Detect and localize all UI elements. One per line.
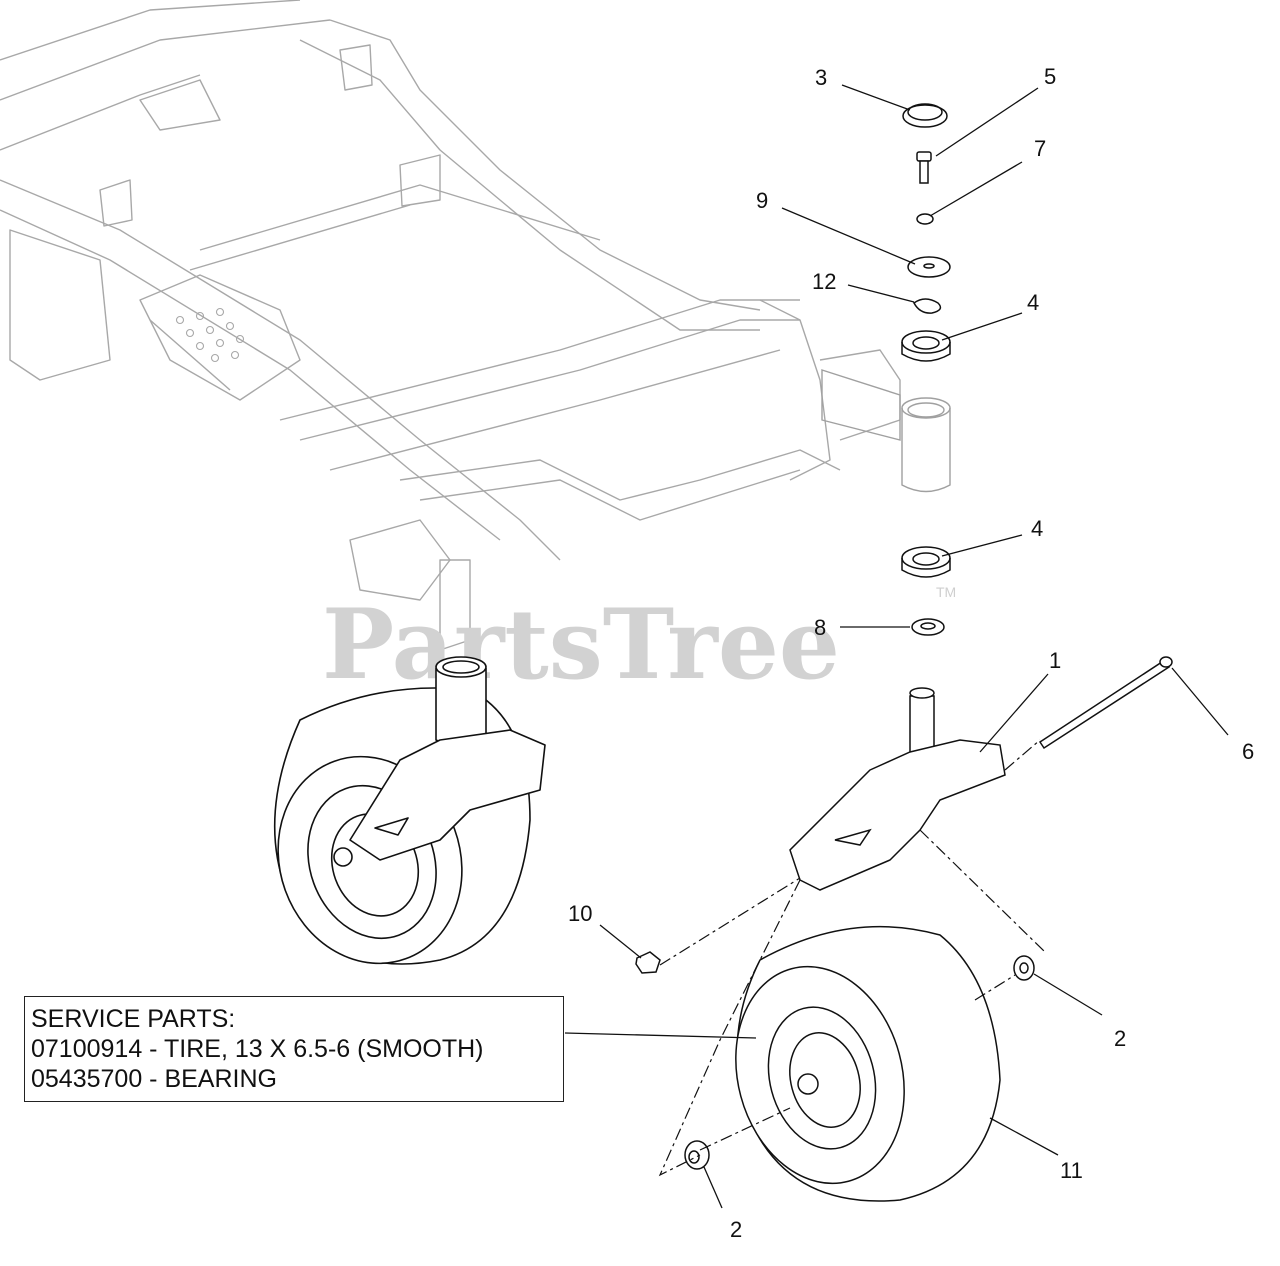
assembled-caster-wheel: [273, 656, 546, 965]
callout-2-right: 2: [1114, 1026, 1126, 1051]
callout-7: 7: [1034, 136, 1046, 161]
watermark-trademark: TM: [936, 584, 956, 600]
callout-6: 6: [1242, 739, 1254, 764]
callout-12: 12: [812, 269, 836, 294]
callout-8: 8: [814, 615, 826, 640]
exploded-parts: [635, 103, 1173, 1202]
callout-4-lower: 4: [1031, 516, 1043, 541]
callout-4-upper: 4: [1027, 290, 1039, 315]
callout-10: 10: [568, 901, 592, 926]
watermark: PartsTree: [322, 588, 840, 701]
callout-2-bottom: 2: [730, 1217, 742, 1242]
callout-9: 9: [756, 188, 768, 213]
service-part-tire: 07100914 - TIRE, 13 X 6.5-6 (SMOOTH): [31, 1035, 484, 1063]
assembly-lines: [658, 739, 1046, 1177]
spindle-tube: [821, 369, 951, 493]
callout-labels: 3 5 7 9 12 4 4 8 1 6 10 2 2 11: [568, 64, 1254, 1242]
callout-1: 1: [1049, 648, 1061, 673]
callout-11: 11: [1060, 1158, 1083, 1183]
service-parts-box: SERVICE PARTS: 07100914 - TIRE, 13 X 6.5…: [24, 996, 564, 1102]
callout-3: 3: [815, 65, 827, 90]
mower-frame: [0, 0, 901, 651]
leader-lines: [564, 84, 1229, 1209]
callout-5: 5: [1044, 64, 1056, 89]
service-parts-heading: SERVICE PARTS:: [31, 1005, 236, 1033]
service-part-bearing: 05435700 - BEARING: [31, 1065, 277, 1093]
